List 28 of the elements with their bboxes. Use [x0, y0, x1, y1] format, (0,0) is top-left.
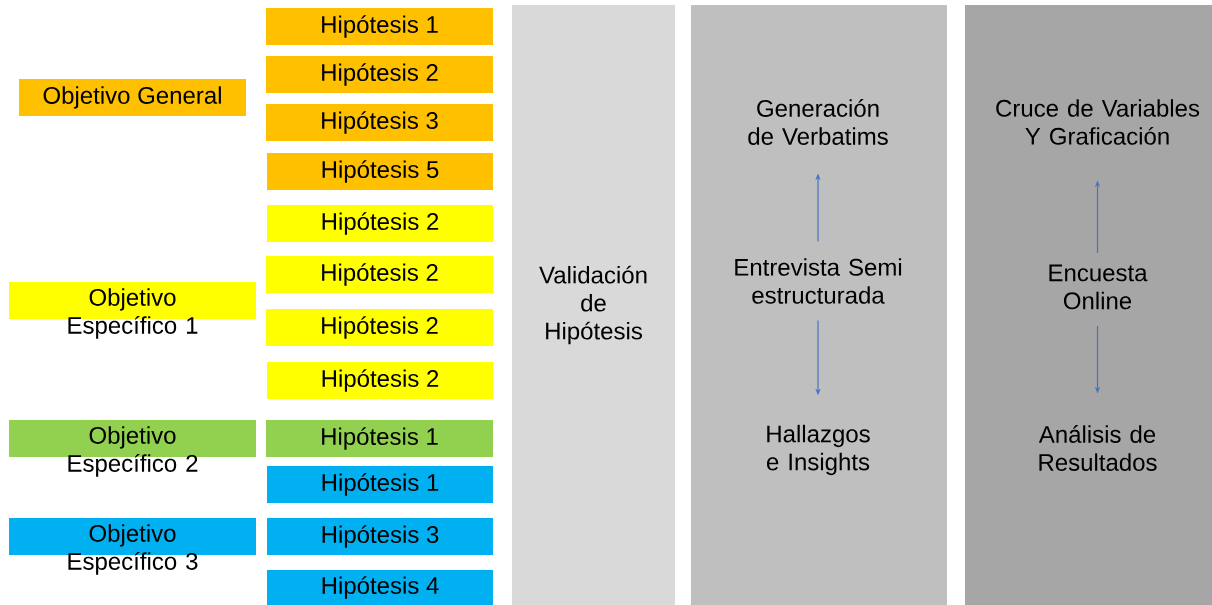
column-panel	[691, 5, 947, 605]
hypothesis-box: Hipótesis 2	[266, 309, 493, 346]
hypothesis-box: Hipótesis 2	[267, 362, 493, 399]
objective-box: Objetivo Específico 2	[9, 420, 256, 477]
hypothesis-box: Hipótesis 1	[266, 420, 493, 457]
hypothesis-box: Hipótesis 4	[267, 570, 493, 605]
hypothesis-box: Hipótesis 5	[267, 153, 493, 190]
hypothesis-box: Hipótesis 3	[266, 104, 493, 141]
step-text: Hallazgos e Insights	[767, 424, 870, 476]
objective-box: Objetivo General	[19, 79, 246, 116]
objective-box: Objetivo Específico 3	[9, 518, 256, 575]
step-text: Entrevista Semi estructurada	[735, 258, 902, 304]
objective-box: Objetivo Específico 1	[9, 282, 256, 339]
hypothesis-box: Hipótesis 1	[266, 8, 493, 45]
step-text: Generación de Verbatims	[748, 99, 888, 145]
step-text: Análisis de Resultados	[1038, 425, 1157, 471]
step-text: Cruce de Variables Y Graficación	[996, 99, 1200, 145]
node-label: Específico 1	[68, 315, 198, 339]
column-panel	[965, 5, 1212, 605]
hypothesis-box: Hipótesis 2	[266, 56, 493, 93]
hypothesis-box: Hipótesis 2	[266, 256, 493, 293]
node-label: Específico 2	[68, 453, 198, 477]
hypothesis-box: Hipótesis 1	[267, 466, 493, 503]
node-label: Específico 3	[68, 551, 198, 575]
hypothesis-box: Hipótesis 3	[267, 518, 493, 555]
hypothesis-box: Hipótesis 2	[267, 205, 493, 242]
column-panel: Validación de Hipótesis	[512, 5, 675, 605]
step-text: Encuesta Online	[1049, 264, 1148, 310]
